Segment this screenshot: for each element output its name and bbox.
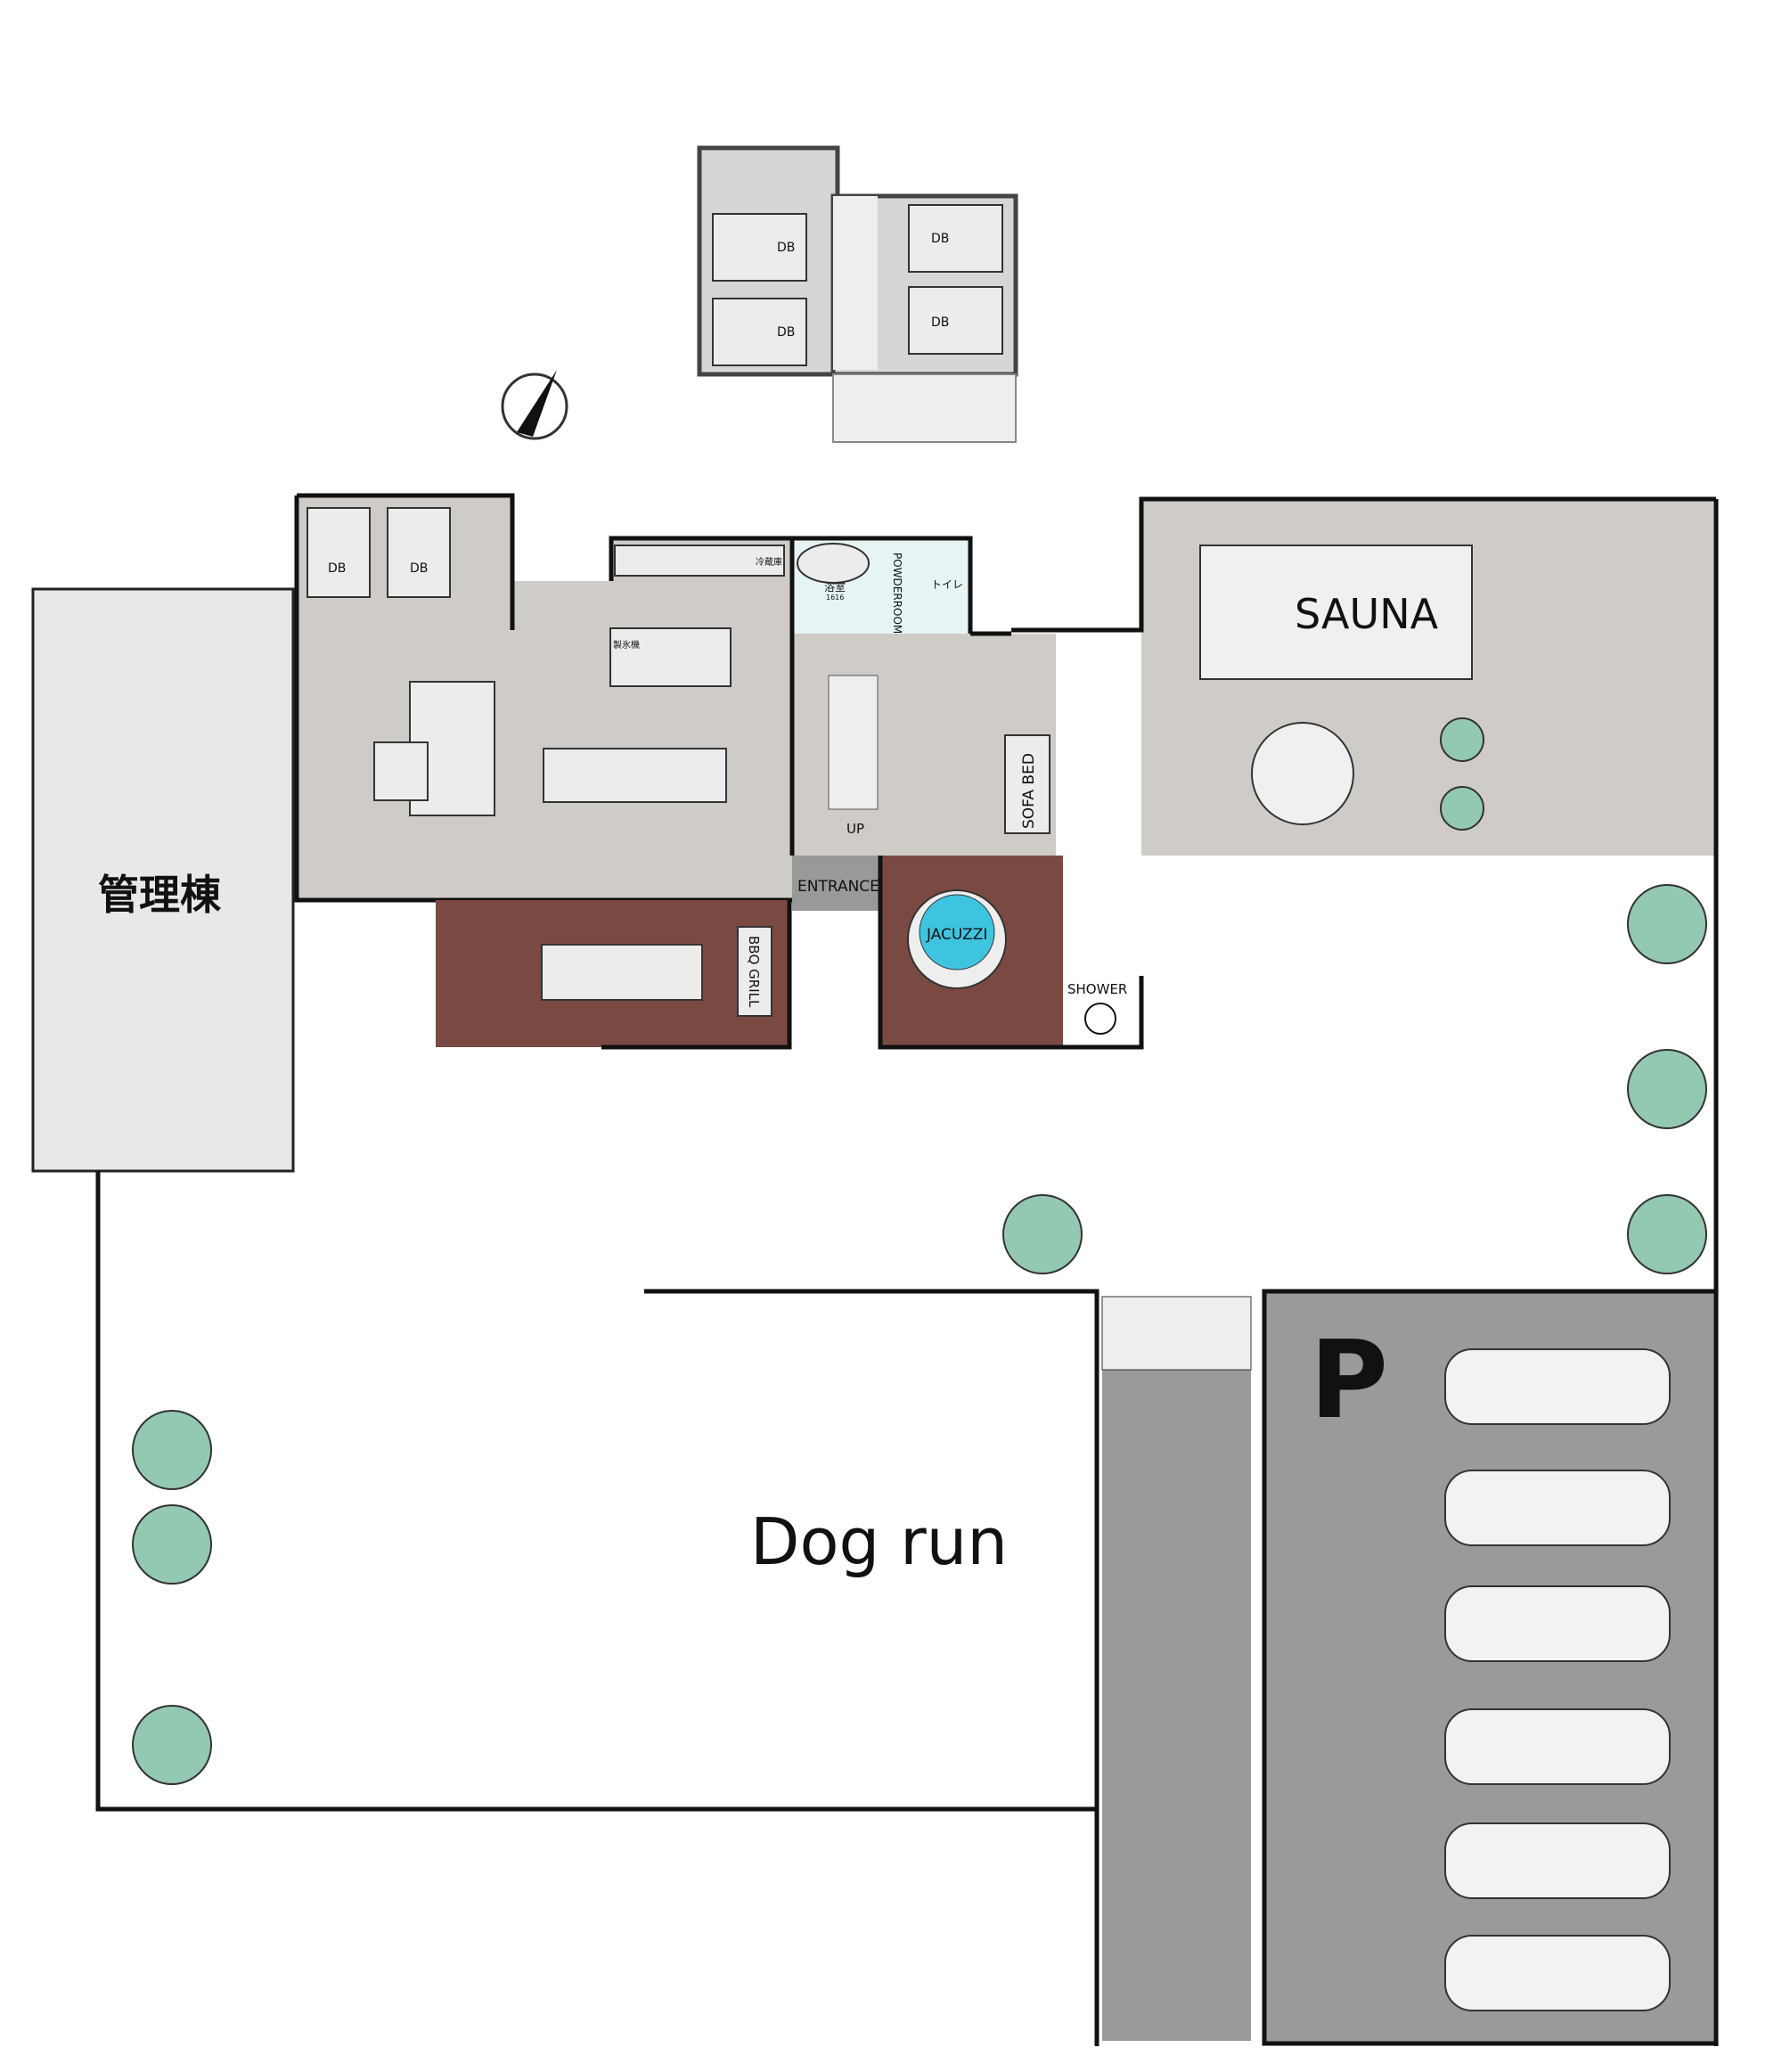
shower-label: SHOWER — [1067, 981, 1127, 997]
parking-lot: P — [1262, 1289, 1719, 2046]
bed-label: DB — [931, 232, 949, 246]
tree-icon — [1002, 1194, 1083, 1274]
bath-label: 浴室 — [824, 580, 846, 594]
tree-icon — [1627, 884, 1707, 964]
bath-size-label: 1616 — [826, 594, 844, 602]
bed-label: DB — [777, 325, 795, 340]
up-label: UP — [846, 821, 864, 837]
entrance-label: ENTRANCE — [797, 878, 879, 896]
management-building-label: 管理棟 — [98, 871, 222, 919]
fridge-label: 冷蔵庫 — [756, 556, 782, 568]
car-icon — [1444, 1935, 1671, 2011]
car-icon — [1444, 1708, 1671, 1785]
tree-icon — [132, 1410, 212, 1490]
tree-icon — [1627, 1049, 1707, 1129]
tree-icon — [1440, 717, 1484, 762]
toilet-label: トイレ — [931, 578, 963, 591]
car-icon — [1444, 1470, 1671, 1546]
bbq-deck: BBQ GRILL — [436, 900, 792, 1050]
tree-icon — [132, 1504, 212, 1585]
car-icon — [1444, 1822, 1671, 1899]
walkway — [1102, 1297, 1251, 2041]
jacuzzi-label: JACUZZI — [926, 926, 987, 944]
bed-label: DB — [328, 561, 346, 576]
main-house: DB DB 冷蔵庫 製氷機 浴室 1616 POWDERROOM トイレ UP … — [294, 493, 1056, 911]
parking-label: P — [1310, 1319, 1388, 1443]
bbq-grill-label: BBQ GRILL — [746, 936, 762, 1008]
sauna-label: SAUNA — [1295, 590, 1439, 638]
car-icon — [1444, 1348, 1671, 1425]
tree-icon — [1627, 1194, 1707, 1274]
ice-maker-label: 製氷機 — [613, 639, 640, 651]
bed-label: DB — [931, 315, 949, 330]
dog-run-label: Dog run — [750, 1504, 1008, 1579]
upper-floor: DB DB DB DB — [697, 145, 1018, 443]
bed-label: DB — [777, 241, 795, 255]
tree-icon — [1440, 786, 1484, 831]
powder-room-label: POWDERROOM — [891, 553, 903, 634]
sofa-bed-label: SOFA BED — [1020, 753, 1038, 829]
shower-icon — [1084, 1003, 1116, 1035]
tree-icon — [132, 1705, 212, 1785]
sauna-deck: SAUNA — [1011, 496, 1716, 856]
bed-label: DB — [410, 561, 428, 576]
north-compass-icon — [501, 370, 568, 440]
jacuzzi-deck: JACUZZI SHOWER — [878, 856, 1144, 1050]
management-building: 管理棟 — [31, 587, 295, 1173]
car-icon — [1444, 1585, 1671, 1662]
